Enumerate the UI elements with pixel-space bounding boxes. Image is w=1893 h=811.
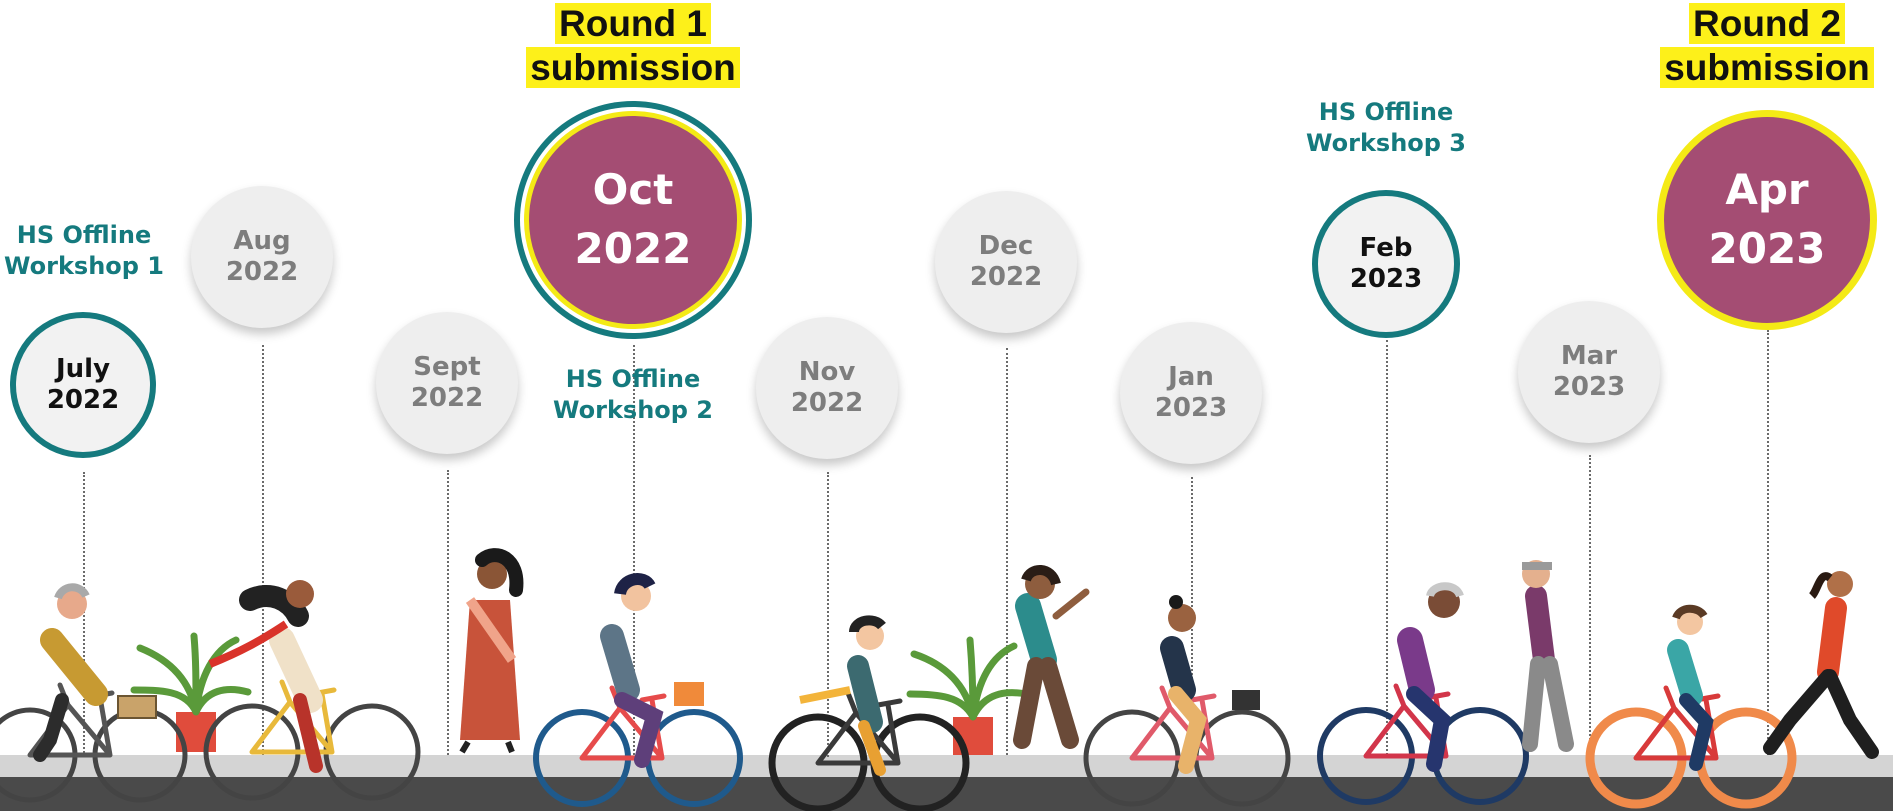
cyclist-icon: [768, 615, 970, 811]
month-jan-name: Jan: [1168, 361, 1214, 392]
month-apr-name: Apr: [1725, 165, 1809, 215]
workshop-3-line2: Workshop 3: [1306, 129, 1466, 158]
month-sep-name: Sept: [413, 351, 481, 382]
potted-plant-icon: [906, 636, 1030, 755]
month-feb-year: 2023: [1349, 264, 1423, 294]
month-dec-name: Dec: [978, 230, 1034, 261]
stem-feb: [1386, 340, 1388, 755]
workshop-2-line2: Workshop 2: [553, 396, 713, 425]
month-nov-year: 2022: [790, 388, 864, 418]
cyclist-icon: [1317, 582, 1529, 805]
month-aug-name: Aug: [233, 225, 291, 256]
month-aug-year: 2022: [225, 257, 299, 287]
month-jan: Jan 2023: [1120, 322, 1262, 464]
runner-icon: [1763, 571, 1879, 759]
month-mar: Mar 2023: [1518, 301, 1660, 443]
round-2-submission-label: Round 2 submission: [1637, 2, 1893, 89]
cyclist-icon: [1585, 604, 1797, 809]
round-1-line2: submission: [526, 46, 740, 88]
month-dec: Dec 2022: [935, 191, 1077, 333]
cyclist-icon: [203, 580, 421, 801]
month-dec-year: 2022: [969, 262, 1043, 292]
stem-nov: [827, 472, 829, 757]
round-1-line1: Round 1: [555, 3, 711, 44]
workshop-3-line1: HS Offline: [1318, 98, 1454, 126]
month-jan-year: 2023: [1154, 393, 1228, 423]
stem-jul: [83, 472, 85, 757]
workshop-1-line1: HS Offline: [16, 221, 152, 249]
workshop-2-label: HS Offline Workshop 2: [552, 364, 714, 426]
month-jul-name: July: [55, 353, 111, 384]
walker-icon: [1013, 565, 1090, 749]
stem-sep: [447, 470, 449, 755]
walker-icon: [459, 548, 524, 754]
workshop-1-line2: Workshop 1: [4, 252, 164, 281]
month-apr: Apr 2023: [1657, 110, 1877, 330]
cyclist-icon: [1083, 595, 1291, 807]
month-nov-name: Nov: [798, 356, 856, 387]
month-mar-year: 2023: [1552, 372, 1626, 402]
stem-aug: [262, 345, 264, 755]
month-sep: Sept 2022: [376, 312, 518, 454]
month-apr-year: 2023: [1708, 224, 1826, 273]
stem-dec: [1006, 348, 1008, 755]
month-oct: Oct 2022: [524, 111, 742, 329]
workshop-3-label: HS Offline Workshop 3: [1305, 97, 1467, 159]
workshop-1-label: HS Offline Workshop 1: [3, 220, 165, 282]
month-oct-year: 2022: [574, 224, 692, 273]
stem-apr: [1767, 330, 1769, 755]
workshop-2-line1: HS Offline: [565, 365, 701, 393]
month-feb: Feb 2023: [1312, 190, 1460, 338]
walker-icon: [1522, 560, 1574, 752]
cyclist-icon: [0, 583, 188, 803]
month-jul-year: 2022: [46, 385, 120, 415]
month-sep-year: 2022: [410, 383, 484, 413]
month-oct-name: Oct: [592, 165, 674, 215]
road-surface: [0, 777, 1893, 811]
month-jul: July 2022: [10, 312, 156, 458]
road-sidewalk: [0, 755, 1893, 777]
round-2-line2: submission: [1660, 46, 1874, 88]
month-nov: Nov 2022: [756, 317, 898, 459]
month-mar-name: Mar: [1560, 340, 1618, 371]
stem-oct: [633, 345, 635, 755]
cyclist-icon: [533, 573, 743, 807]
month-feb-name: Feb: [1359, 232, 1413, 263]
round-2-line1: Round 2: [1689, 3, 1845, 44]
stem-mar: [1589, 455, 1591, 755]
round-1-submission-label: Round 1 submission: [503, 2, 763, 89]
month-aug: Aug 2022: [191, 186, 333, 328]
